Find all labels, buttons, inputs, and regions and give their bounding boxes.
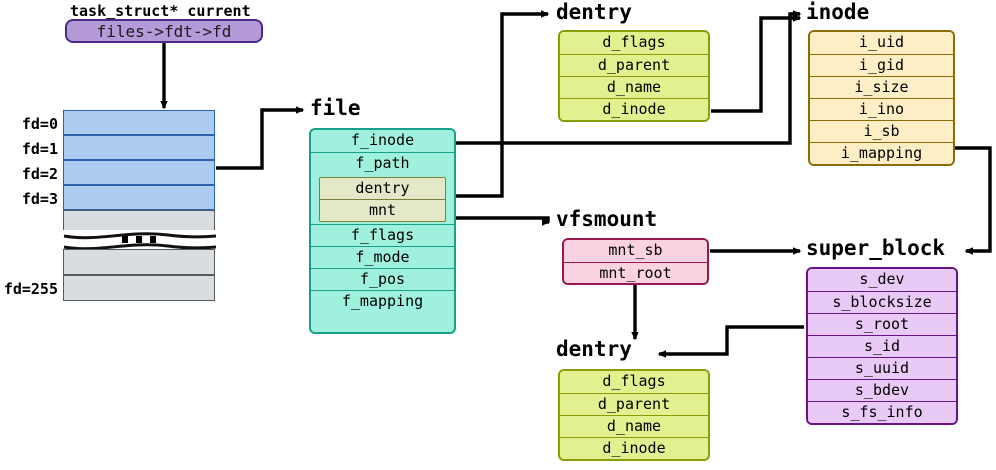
fd-cell-1 — [63, 135, 215, 160]
dentry-bottom-title: dentry — [556, 337, 632, 361]
fd-label-3: fd=3 — [21, 190, 58, 208]
file-field-f_inode: f_inode — [311, 130, 454, 152]
file-field-f_path-label: f_path — [355, 154, 410, 172]
sb-field-s_dev: s_dev — [808, 269, 956, 291]
inode-field-i_ino: i_ino — [810, 98, 953, 120]
sb-field-s_blocksize: s_blocksize — [808, 291, 956, 313]
ellipsis-dot-2 — [136, 236, 142, 243]
fd-cell-3 — [63, 185, 215, 210]
task-struct-label: task_struct* current — [70, 2, 251, 20]
file-struct: f_inode f_path dentry mnt f_flags f_mode… — [309, 128, 456, 334]
file-field-f_mapping: f_mapping — [311, 290, 454, 312]
inode-field-i_mapping: i_mapping — [810, 142, 953, 164]
ellipsis-dot-3 — [150, 236, 156, 243]
file-title: file — [310, 96, 361, 120]
super-block-struct: s_dev s_blocksize s_root s_id s_uuid s_b… — [806, 267, 958, 425]
dentry-bottom-field-d_flags: d_flags — [560, 371, 708, 393]
f-path-field-mnt: mnt — [320, 199, 445, 220]
inode-field-i_uid: i_uid — [810, 32, 953, 54]
inode-field-i_sb: i_sb — [810, 120, 953, 142]
dentry-top-field-d_inode: d_inode — [560, 98, 708, 120]
inode-field-i_gid: i_gid — [810, 54, 953, 76]
fd-cell-255 — [63, 275, 215, 301]
sb-field-s_id: s_id — [808, 335, 956, 357]
vfsmount-title: vfsmount — [556, 207, 658, 231]
wire-dinode-to-inode — [711, 14, 802, 113]
ellipsis-dot-1 — [122, 236, 128, 243]
fd-cell-0 — [63, 110, 215, 135]
vfsmount-field-mnt_root: mnt_root — [564, 262, 707, 283]
dentry-top-field-d_flags: d_flags — [560, 32, 708, 54]
file-field-f_path: f_path dentry mnt — [311, 152, 454, 224]
fd-label-1: fd=1 — [21, 140, 58, 158]
dentry-bottom-struct: d_flags d_parent d_name d_inode — [558, 369, 710, 461]
wire-isb-to-superblock — [955, 146, 992, 255]
inode-field-i_size: i_size — [810, 76, 953, 98]
sb-field-s_bdev: s_bdev — [808, 379, 956, 401]
f-path-inner: dentry mnt — [319, 177, 446, 222]
fd-array-break-edges — [63, 232, 217, 251]
sb-field-s_uuid: s_uuid — [808, 357, 956, 379]
wire-sroot-to-dentry — [657, 325, 804, 358]
files-fdt-fd-chip: files->fdt->fd — [65, 19, 263, 43]
wire-mnt-to-vfsmount — [456, 216, 551, 226]
dentry-top-title: dentry — [556, 0, 632, 24]
vfsmount-field-mnt_sb: mnt_sb — [564, 240, 707, 262]
sb-field-s_fs_info: s_fs_info — [808, 401, 956, 423]
file-field-f_flags: f_flags — [311, 224, 454, 246]
dentry-bottom-field-d_parent: d_parent — [560, 393, 708, 415]
fd-label-0: fd=0 — [21, 115, 58, 133]
fd-cell-unused-lower — [63, 249, 215, 275]
fd-label-255: fd=255 — [3, 280, 58, 298]
f-path-field-dentry: dentry — [320, 178, 445, 199]
inode-struct: i_uid i_gid i_size i_ino i_sb i_mapping — [808, 30, 955, 166]
dentry-top-field-d_name: d_name — [560, 76, 708, 98]
wire-dentry-to-dentry — [456, 10, 550, 198]
dentry-top-struct: d_flags d_parent d_name d_inode — [558, 30, 710, 122]
sb-field-s_root: s_root — [808, 313, 956, 335]
fd-label-2: fd=2 — [21, 165, 58, 183]
fd-cell-2 — [63, 160, 215, 185]
file-field-f_pos: f_pos — [311, 268, 454, 290]
dentry-top-field-d_parent: d_parent — [560, 54, 708, 76]
vfsmount-struct: mnt_sb mnt_root — [562, 238, 709, 285]
dentry-bottom-field-d_name: d_name — [560, 415, 708, 437]
super-block-title: super_block — [806, 236, 946, 260]
file-field-f_mode: f_mode — [311, 246, 454, 268]
inode-title: inode — [806, 0, 870, 24]
dentry-bottom-field-d_inode: d_inode — [560, 437, 708, 459]
fd-array: fd=0 fd=1 fd=2 fd=3 fd=255 — [0, 0, 230, 310]
